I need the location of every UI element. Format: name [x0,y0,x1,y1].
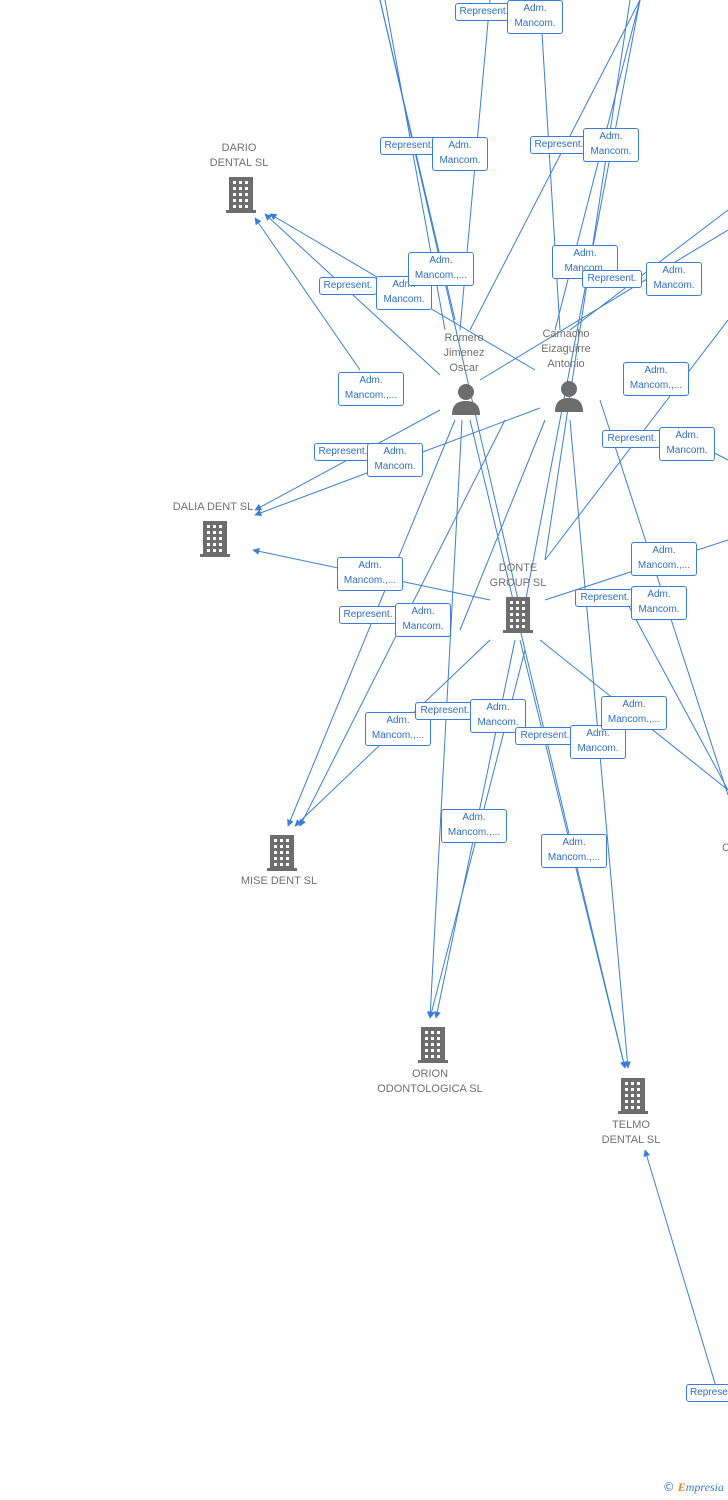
building-icon [267,835,297,876]
edge-label-adm-mancom: Adm. Mancom. [659,427,715,461]
edge-label-adm-mancom-truncated: Adm. Mancom.,... [408,252,474,286]
relationship-edge [619,589,728,791]
edge-label-represent: Represent. [582,270,642,288]
node-label-telmo-dental[interactable]: TELMO DENTAL SL [601,1119,661,1146]
edge-label-represent: Represent. [380,137,438,155]
brand-initial: E [677,1480,686,1494]
brand-name: mpresia [685,1480,724,1494]
person-icon [554,380,584,417]
relationship-edge [539,0,561,331]
edge-label-adm-mancom: Adm. Mancom. [646,262,702,296]
relationship-edge [469,0,641,331]
building-icon [503,597,533,638]
edge-label-represent: Represent. [455,3,513,21]
copyright-icon: © [662,1480,675,1494]
edge-label-represent: Represent. [339,606,397,624]
relationship-edge [519,0,641,631]
node-label-dalia-dent[interactable]: DALIA DENT SL [172,501,254,513]
edge-label-adm-mancom: Adm. Mancom. [631,586,687,620]
node-label-donte-group[interactable]: DONTE GROUP SL [489,562,547,589]
edge-label-adm-mancom: Adm. Mancom. [570,725,626,759]
edge-label-represent: Represent. [314,443,372,461]
building-icon [418,1027,448,1068]
edge-label-adm-mancom-truncated: Adm. Mancom.,... [631,542,697,576]
edge-label-adm-mancom-truncated: Adm. Mancom.,... [541,834,607,868]
person-icon [451,383,481,420]
building-icon [200,521,230,562]
node-label-partial-right[interactable]: C [722,842,728,854]
edge-label-adm-mancom-truncated: Adm. Mancom.,... [337,557,403,591]
edge-label-represent: Represent. [319,277,377,295]
edge-label-represent: Represent. [530,136,588,154]
building-icon [618,1078,648,1119]
relationship-edge [479,229,728,381]
node-label-dario-dental[interactable]: DARIO DENTAL SL [209,142,269,169]
node-label-camacho-eizaguirre-antonio[interactable]: Camacho Eizaguirre Antonio [541,328,591,370]
edge-label-adm-mancom: Adm. Mancom. [507,0,563,34]
edge-label-adm-mancom-truncated: Adm. Mancom.,... [623,362,689,396]
edge-label-represent: Represent. [575,589,635,607]
relationship-edge [643,1149,721,1401]
edge-label-adm-mancom-truncated: Adm. Mancom.,... [441,809,507,843]
edge-label-represent: Represent. [415,702,475,720]
edge-label-adm-mancom-truncated: Adm. Mancom.,... [601,696,667,730]
node-label-mise-dent[interactable]: MISE DENT SL [240,875,318,887]
edge-label-adm-mancom: Adm. Mancom. [367,443,423,477]
footer-branding: © Empresia [663,1480,724,1495]
relationship-edge [459,419,546,631]
edge-label-adm-mancom: Adm. Mancom. [395,603,451,637]
edge-label-represent-partial: Represe [686,1384,728,1402]
node-label-orion-odontologica[interactable]: ORION ODONTOLOGICA SL [377,1068,483,1095]
relationship-edge [254,217,361,371]
edge-label-represent: Represent. [515,727,575,745]
edge-label-represent: Represent. [602,430,662,448]
edge-label-adm-mancom: Adm. Mancom. [583,128,639,162]
edge-label-adm-mancom-truncated: Adm. Mancom.,... [338,372,404,406]
edge-label-adm-mancom: Adm. Mancom. [432,137,488,171]
building-icon [226,177,256,218]
node-label-romero-jimenez-oscar[interactable]: Romero Jimenez Oscar [443,332,485,374]
